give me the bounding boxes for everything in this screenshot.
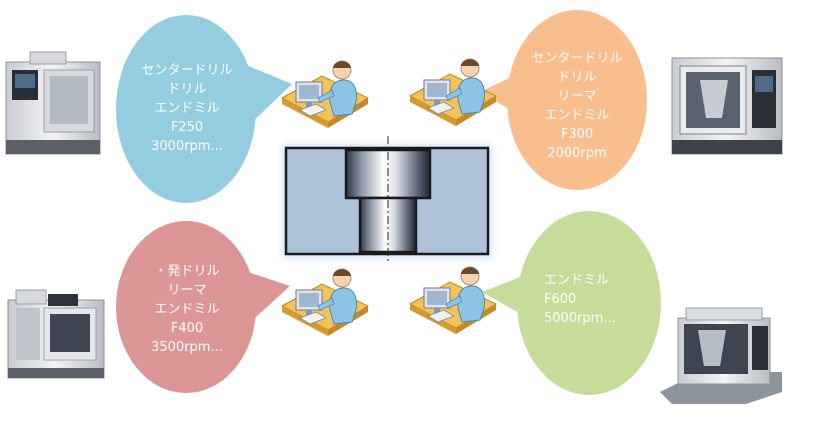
text-line: リーマ (167, 283, 207, 298)
text-line: ドリル (557, 70, 597, 85)
text-line: エンドミル (154, 302, 220, 317)
text-line: F250 (170, 120, 204, 135)
text-line: エンドミル (544, 108, 610, 123)
bubble-text-top-left: センタードリル ドリル エンドミル F250 3000rpm... (126, 61, 248, 156)
bubble-text-bottom-right: エンドミル F600 5000rpm... (544, 271, 654, 328)
bubble-text-top-right: センタードリル ドリル リーマ エンドミル F300 2000rpm (514, 49, 640, 163)
bubble-bottom-left (116, 221, 290, 393)
cnc-machine-icon-top-left (5, 51, 101, 155)
bubble-bottom-right (482, 211, 661, 395)
text-line: 3000rpm... (151, 139, 223, 154)
bubble-top-left (116, 15, 292, 203)
cnc-machine-icon-bottom-left (7, 289, 105, 379)
operator-icon-top-right (409, 58, 497, 127)
text-line: F400 (170, 321, 204, 336)
operator-icon-bottom-left (281, 268, 369, 337)
text-line: エンドミル (154, 101, 220, 116)
text-line: 3500rpm... (151, 340, 223, 355)
text-line: センタードリル (531, 51, 623, 66)
text-line: F300 (560, 127, 594, 142)
text-line: ・発ドリル (154, 264, 220, 279)
bubble-top-right (480, 10, 647, 190)
text-line: 5000rpm... (544, 311, 616, 326)
cnc-machine-icon-bottom-right (660, 307, 782, 404)
text-line: エンドミル (544, 273, 610, 288)
cnc-machine-icon-top-right (671, 57, 783, 155)
bubble-text-bottom-left: ・発ドリル リーマ エンドミル F400 3500rpm... (126, 262, 248, 357)
part-cross-section (282, 136, 492, 264)
operator-icon-top-left (281, 60, 369, 129)
text-line: F600 (544, 292, 577, 307)
text-line: ドリル (167, 82, 207, 97)
text-line: リーマ (557, 89, 597, 104)
text-line: 2000rpm (547, 146, 607, 161)
text-line: センタードリル (141, 63, 233, 78)
operator-icon-bottom-right (409, 266, 497, 335)
